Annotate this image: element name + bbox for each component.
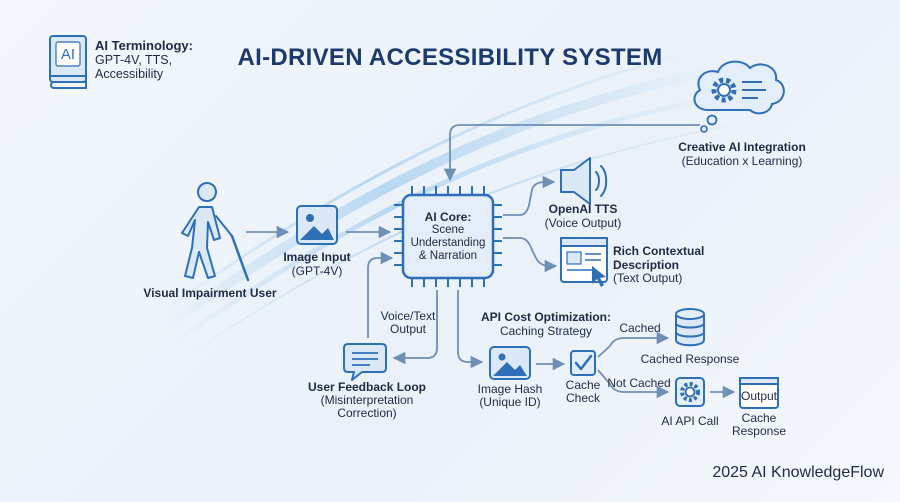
cache-check-line-1: Cache	[565, 378, 601, 392]
speaker-icon	[560, 157, 608, 205]
output-window-icon	[739, 377, 779, 409]
core-line-3: & Narration	[418, 250, 478, 262]
core-title: AI Core:	[424, 210, 472, 224]
rich-title-2: Description	[613, 258, 680, 272]
rich-title-1: Rich Contextual	[613, 244, 705, 258]
tts-title: OpenAI TTS	[548, 202, 618, 216]
voice-text-output-line-2: Output	[389, 322, 427, 336]
cache-response-line-2: Response	[731, 424, 787, 438]
feedback-title: User Feedback Loop	[307, 380, 427, 394]
database-icon	[675, 308, 705, 347]
cache-response-line-1: Cache	[741, 411, 777, 425]
cost-title: API Cost Optimization:	[481, 310, 611, 324]
brand-footer: 2025 AI KnowledgeFlow	[712, 464, 884, 481]
gear-icon	[675, 377, 705, 407]
cached-response-label: Cached Response	[640, 352, 740, 366]
core-line-2: Understanding	[410, 237, 486, 249]
check-icon	[570, 350, 596, 376]
terminology-badge: AI	[60, 46, 76, 63]
document-cursor-icon	[560, 237, 608, 287]
feedback-line-1: (Misinterpretation	[320, 393, 414, 407]
user-label: Visual Impairment User	[143, 286, 277, 300]
person-with-cane-icon	[181, 182, 250, 282]
image-hash-icon	[489, 346, 531, 380]
cache-check-line-2: Check	[565, 391, 600, 405]
tts-sub: (Voice Output)	[544, 216, 622, 230]
api-call-label: AI API Call	[661, 414, 719, 428]
book-icon	[49, 35, 87, 89]
chat-bubble-icon	[343, 343, 387, 381]
image-hash-sub: (Unique ID)	[479, 395, 541, 409]
voice-text-output-line-1: Voice/Text	[380, 309, 436, 323]
terminology-line-2: Accessibility	[95, 67, 164, 81]
creative-title: Creative AI Integration	[678, 140, 806, 154]
terminology-heading: AI Terminology:	[95, 38, 193, 53]
output-box-label: Output	[740, 389, 778, 403]
terminology-line-1: GPT-4V, TTS,	[95, 53, 173, 67]
image-input-title: Image Input	[283, 250, 351, 264]
connectors	[246, 124, 736, 399]
image-hash-title: Image Hash	[477, 382, 543, 396]
image-input-sub: (GPT-4V)	[291, 264, 343, 278]
cached-branch-label: Cached	[619, 321, 661, 335]
cost-sub: Caching Strategy	[499, 324, 593, 338]
feedback-line-2: Correction)	[337, 406, 397, 420]
creative-sub: (Education x Learning)	[681, 154, 803, 168]
image-icon	[296, 205, 338, 245]
page-title: AI-DRIVEN ACCESSIBILITY SYSTEM	[237, 44, 663, 71]
not-cached-branch-label: Not Cached	[607, 376, 671, 390]
rich-sub: (Text Output)	[613, 271, 683, 285]
chip-icon	[394, 186, 502, 287]
thought-gear-icon	[693, 60, 785, 133]
core-line-1: Scene	[431, 224, 465, 236]
